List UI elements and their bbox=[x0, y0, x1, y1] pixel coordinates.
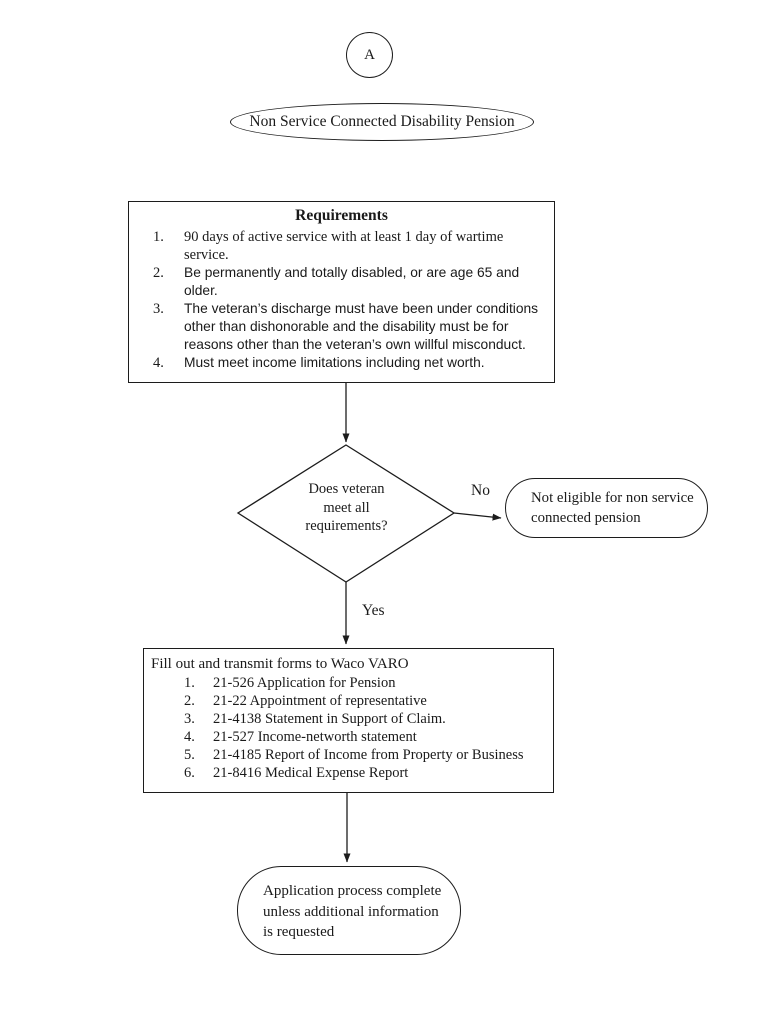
yes-edge-label: Yes bbox=[362, 602, 385, 619]
arrow-no-to-not-eligible bbox=[453, 512, 502, 521]
decision-line: requirements? bbox=[305, 518, 388, 534]
requirement-item: 4. Must meet income limitations includin… bbox=[137, 354, 546, 372]
item-text: 21-22 Appointment of representative bbox=[213, 693, 427, 709]
item-number: 3. bbox=[184, 711, 195, 727]
item-text: 21-8416 Medical Expense Report bbox=[213, 765, 409, 781]
decision-line: Does veteran bbox=[308, 481, 385, 497]
item-number: 4. bbox=[184, 729, 195, 745]
form-item: 5. 21-4185 Report of Income from Propert… bbox=[151, 746, 547, 764]
requirements-box: Requirements 1. 90 days of active servic… bbox=[128, 201, 555, 383]
connector-a-node: A bbox=[346, 32, 393, 78]
not-eligible-line: Not eligible for non service bbox=[531, 490, 694, 506]
item-number: 6. bbox=[184, 765, 195, 781]
complete-line: Application process complete bbox=[263, 883, 442, 899]
item-text: 21-527 Income-networth statement bbox=[213, 729, 417, 745]
no-edge-label: No bbox=[471, 482, 490, 499]
form-item: 2. 21-22 Appointment of representative bbox=[151, 692, 547, 710]
complete-line: is requested bbox=[263, 924, 335, 940]
form-item: 3. 21-4138 Statement in Support of Claim… bbox=[151, 710, 547, 728]
process-title-oval: Non Service Connected Disability Pension bbox=[230, 103, 534, 141]
item-text: The veteran’s discharge must have been u… bbox=[184, 301, 539, 352]
item-number: 5. bbox=[184, 747, 195, 763]
process-title: Non Service Connected Disability Pension bbox=[249, 113, 515, 130]
not-eligible-terminal: Not eligible for non service connected p… bbox=[505, 478, 708, 538]
requirements-title: Requirements bbox=[295, 207, 388, 224]
item-number: 1. bbox=[184, 675, 195, 691]
item-text: 21-4185 Report of Income from Property o… bbox=[213, 747, 524, 763]
item-text: 21-4138 Statement in Support of Claim. bbox=[213, 711, 446, 727]
form-item: 6. 21-8416 Medical Expense Report bbox=[151, 764, 547, 782]
requirement-item: 1. 90 days of active service with at lea… bbox=[137, 228, 546, 264]
not-eligible-line: connected pension bbox=[531, 510, 641, 526]
decision-line: meet all bbox=[323, 499, 370, 516]
decision-question: Does veteran meet all requirements? bbox=[256, 480, 437, 536]
item-text: 21-526 Application for Pension bbox=[213, 675, 396, 691]
form-item: 1. 21-526 Application for Pension bbox=[151, 674, 547, 692]
item-number: 2. bbox=[153, 265, 164, 281]
forms-box: Fill out and transmit forms to Waco VARO… bbox=[143, 648, 554, 793]
requirement-item: 2. Be permanently and totally disabled, … bbox=[137, 264, 546, 300]
requirement-item: 3. The veteran’s discharge must have bee… bbox=[137, 300, 546, 354]
process-complete-terminal: Application process complete unless addi… bbox=[237, 866, 461, 955]
item-number: 2. bbox=[184, 693, 195, 709]
item-number: 1. bbox=[153, 229, 164, 245]
item-text: Must meet income limitations including n… bbox=[184, 355, 485, 370]
item-number: 3. bbox=[153, 301, 164, 317]
forms-title: Fill out and transmit forms to Waco VARO bbox=[151, 656, 409, 672]
complete-line: unless additional information bbox=[263, 903, 439, 920]
item-text: 90 days of active service with at least … bbox=[184, 229, 504, 263]
form-item: 4. 21-527 Income-networth statement bbox=[151, 728, 547, 746]
item-text: Be permanently and totally disabled, or … bbox=[184, 265, 520, 298]
connector-a-label: A bbox=[364, 46, 375, 63]
item-number: 4. bbox=[153, 355, 164, 371]
